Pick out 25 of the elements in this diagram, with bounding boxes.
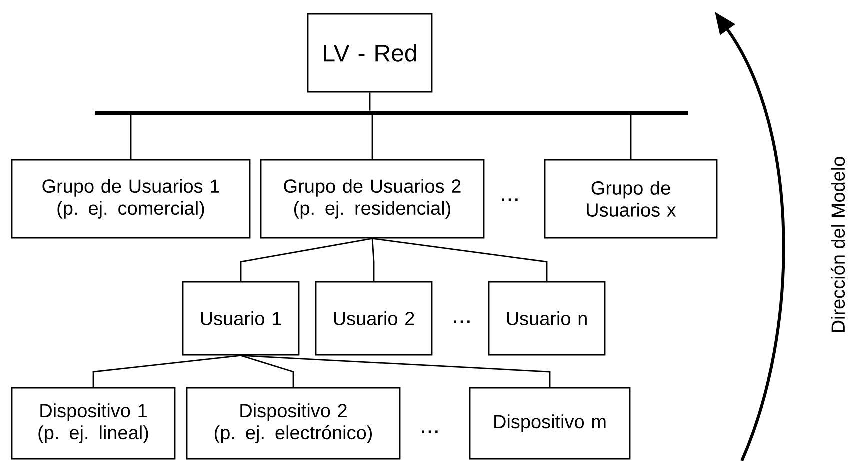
connector-line xyxy=(372,115,374,160)
text-box: Grupo de Usuarios x xyxy=(544,159,718,239)
connector-line xyxy=(372,238,375,282)
axis-caption: Dirección del Modelo xyxy=(830,157,846,332)
ellipsis: ... xyxy=(502,198,518,202)
text-box: LV - Red xyxy=(307,13,433,93)
text-box: Grupo de Usuarios 1 (p. ej. comercial) xyxy=(11,159,251,239)
text-box: Usuario n xyxy=(488,281,606,356)
ellipsis: ... xyxy=(454,320,470,324)
text-box: Usuario 1 xyxy=(182,281,300,356)
text-box: Dispositivo 2 (p. ej. electrónico) xyxy=(186,387,401,460)
ellipsis: ... xyxy=(422,430,438,434)
connector-line xyxy=(240,355,551,388)
connector-line xyxy=(130,115,132,160)
bus-bar xyxy=(95,111,688,115)
text-box: Usuario 2 xyxy=(315,281,433,356)
text-box: Dispositivo 1 (p. ej. lineal) xyxy=(11,387,176,460)
connector-line xyxy=(92,355,242,388)
connector-line xyxy=(240,238,373,282)
connector-line xyxy=(369,92,371,111)
connector-line xyxy=(630,115,632,160)
text-box: Grupo de Usuarios 2 (p. ej. residencial) xyxy=(260,159,485,239)
text-box: Dispositivo m xyxy=(469,387,631,460)
connector-line xyxy=(372,238,548,282)
connector-line xyxy=(240,355,294,388)
